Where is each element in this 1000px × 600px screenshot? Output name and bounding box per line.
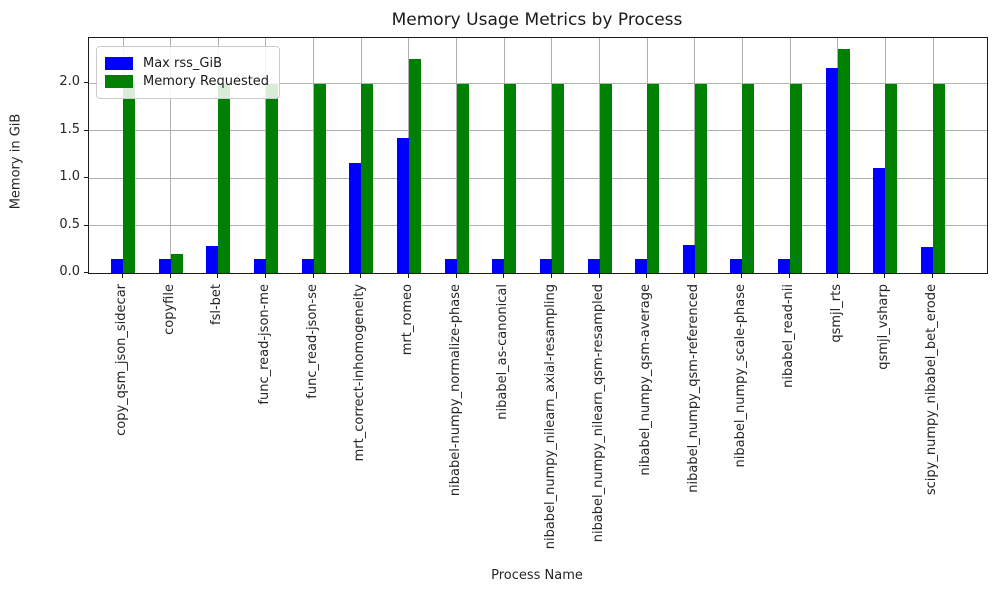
x-tick-label: nibabel_numpy_nilearn_qsm-resampled bbox=[590, 284, 606, 543]
x-tick-label: nibabel_numpy_qsm-average bbox=[638, 284, 654, 476]
x-axis-label: Process Name bbox=[491, 568, 583, 583]
x-tick-mark bbox=[503, 273, 505, 278]
x-tick-mark bbox=[360, 273, 362, 278]
y-tick-mark bbox=[84, 82, 88, 84]
bar-memory-requested bbox=[313, 83, 326, 273]
x-tick-mark bbox=[789, 273, 791, 278]
x-tick-label: qsmjl_vsharp bbox=[876, 284, 892, 370]
legend-row: Max rss_GiB bbox=[105, 56, 269, 71]
bar-max-rss bbox=[730, 258, 743, 273]
bar-memory-requested bbox=[551, 83, 564, 273]
y-gridline bbox=[89, 82, 987, 84]
bar-max-rss bbox=[158, 258, 171, 273]
x-tick-mark bbox=[598, 273, 600, 278]
y-tick-label: 1.0 bbox=[59, 169, 80, 185]
bar-memory-requested bbox=[933, 83, 946, 273]
x-tick-label: copy_qsm_json_sidecar bbox=[114, 284, 129, 436]
bar-memory-requested bbox=[599, 83, 612, 273]
bar-memory-requested bbox=[790, 83, 803, 273]
x-tick-mark bbox=[646, 273, 648, 278]
bar-memory-requested bbox=[694, 83, 707, 273]
bar-max-rss bbox=[253, 258, 266, 273]
bar-max-rss bbox=[921, 247, 934, 273]
y-tick-mark bbox=[84, 129, 88, 131]
bar-max-rss bbox=[587, 258, 600, 273]
legend-label-max-rss: Max rss_GiB bbox=[143, 56, 223, 71]
x-tick-label: nibabel_numpy_nilearn_axial-resampling bbox=[542, 284, 558, 550]
x-tick-mark bbox=[932, 273, 934, 278]
bar-memory-requested bbox=[647, 83, 660, 273]
x-tick-label: mrt_romeo bbox=[399, 284, 415, 356]
x-tick-mark bbox=[122, 273, 123, 278]
bar-max-rss bbox=[539, 258, 552, 273]
x-tick-label: qsmjl_rts bbox=[828, 284, 844, 343]
y-gridline bbox=[89, 225, 987, 227]
x-tick-label: func_read-json-me bbox=[256, 284, 272, 405]
y-gridline bbox=[89, 177, 987, 179]
bar-max-rss bbox=[206, 245, 219, 273]
bar-max-rss bbox=[492, 258, 505, 273]
bar-memory-requested bbox=[265, 83, 278, 273]
bar-memory-requested bbox=[361, 83, 374, 273]
bar-max-rss bbox=[301, 258, 314, 273]
bar-memory-requested bbox=[885, 83, 898, 273]
x-tick-label: nibabel_as-canonical bbox=[495, 284, 511, 420]
x-tick-label: nibabel_read-nii bbox=[781, 284, 797, 388]
legend-label-memory-requested: Memory Requested bbox=[143, 74, 270, 89]
bar-max-rss bbox=[444, 258, 457, 273]
x-tick-label: mrt_correct-inhomogeneity bbox=[352, 284, 368, 462]
y-tick-mark bbox=[84, 177, 88, 179]
y-tick-label: 0.0 bbox=[59, 264, 80, 279]
y-axis-label: Memory in GiB bbox=[8, 113, 24, 210]
y-gridline bbox=[89, 130, 987, 132]
x-tick-mark bbox=[693, 273, 695, 278]
legend-swatch-memory-requested bbox=[105, 75, 133, 88]
x-tick-label: copyfile bbox=[161, 284, 177, 335]
bar-max-rss bbox=[396, 138, 409, 273]
x-tick-label: func_read-json-se bbox=[304, 284, 320, 399]
bar-memory-requested bbox=[456, 83, 469, 273]
bar-max-rss bbox=[349, 163, 362, 273]
bar-memory-requested bbox=[170, 254, 183, 273]
bar-max-rss bbox=[635, 258, 648, 273]
bar-memory-requested bbox=[742, 83, 755, 273]
bar-max-rss bbox=[111, 258, 123, 273]
legend-swatch-max-rss bbox=[105, 57, 133, 70]
bar-memory-requested bbox=[218, 83, 231, 273]
bar-max-rss bbox=[778, 258, 791, 273]
plot-area: Max rss_GiB Memory Requested bbox=[88, 37, 988, 274]
bar-memory-requested bbox=[837, 49, 850, 273]
y-tick-label: 2.0 bbox=[59, 74, 80, 90]
x-tick-mark bbox=[550, 273, 552, 278]
x-tick-mark bbox=[741, 273, 743, 278]
y-tick-label: 0.5 bbox=[59, 216, 80, 232]
y-tick-label: 1.5 bbox=[59, 121, 80, 137]
bar-memory-requested bbox=[408, 58, 421, 273]
x-tick-label: nibabel-numpy_normalize-phase bbox=[447, 284, 463, 497]
x-tick-mark bbox=[407, 273, 409, 278]
y-tick-mark bbox=[84, 224, 88, 226]
chart-title: Memory Usage Metrics by Process bbox=[391, 10, 683, 30]
x-tick-mark bbox=[312, 273, 314, 278]
bar-memory-requested bbox=[123, 83, 135, 273]
y-tick-mark bbox=[84, 272, 88, 273]
x-tick-label: nibabel_numpy_scale-phase bbox=[733, 284, 749, 468]
x-tick-mark bbox=[836, 273, 838, 278]
legend-row: Memory Requested bbox=[105, 74, 269, 89]
bar-max-rss bbox=[873, 167, 886, 273]
legend: Max rss_GiB Memory Requested bbox=[96, 46, 281, 99]
x-tick-label: scipy_numpy_nibabel_bet_erode bbox=[924, 284, 940, 496]
bar-max-rss bbox=[825, 68, 838, 273]
x-tick-mark bbox=[455, 273, 457, 278]
x-tick-mark bbox=[264, 273, 266, 278]
x-tick-mark bbox=[884, 273, 886, 278]
x-tick-label: fsl-bet bbox=[209, 284, 225, 325]
x-gridline bbox=[170, 38, 172, 273]
bar-memory-requested bbox=[504, 83, 517, 273]
bar-max-rss bbox=[682, 244, 695, 273]
x-tick-label: nibabel_numpy_qsm-referenced bbox=[685, 284, 701, 493]
x-tick-mark bbox=[169, 273, 171, 278]
x-tick-mark bbox=[217, 273, 219, 278]
